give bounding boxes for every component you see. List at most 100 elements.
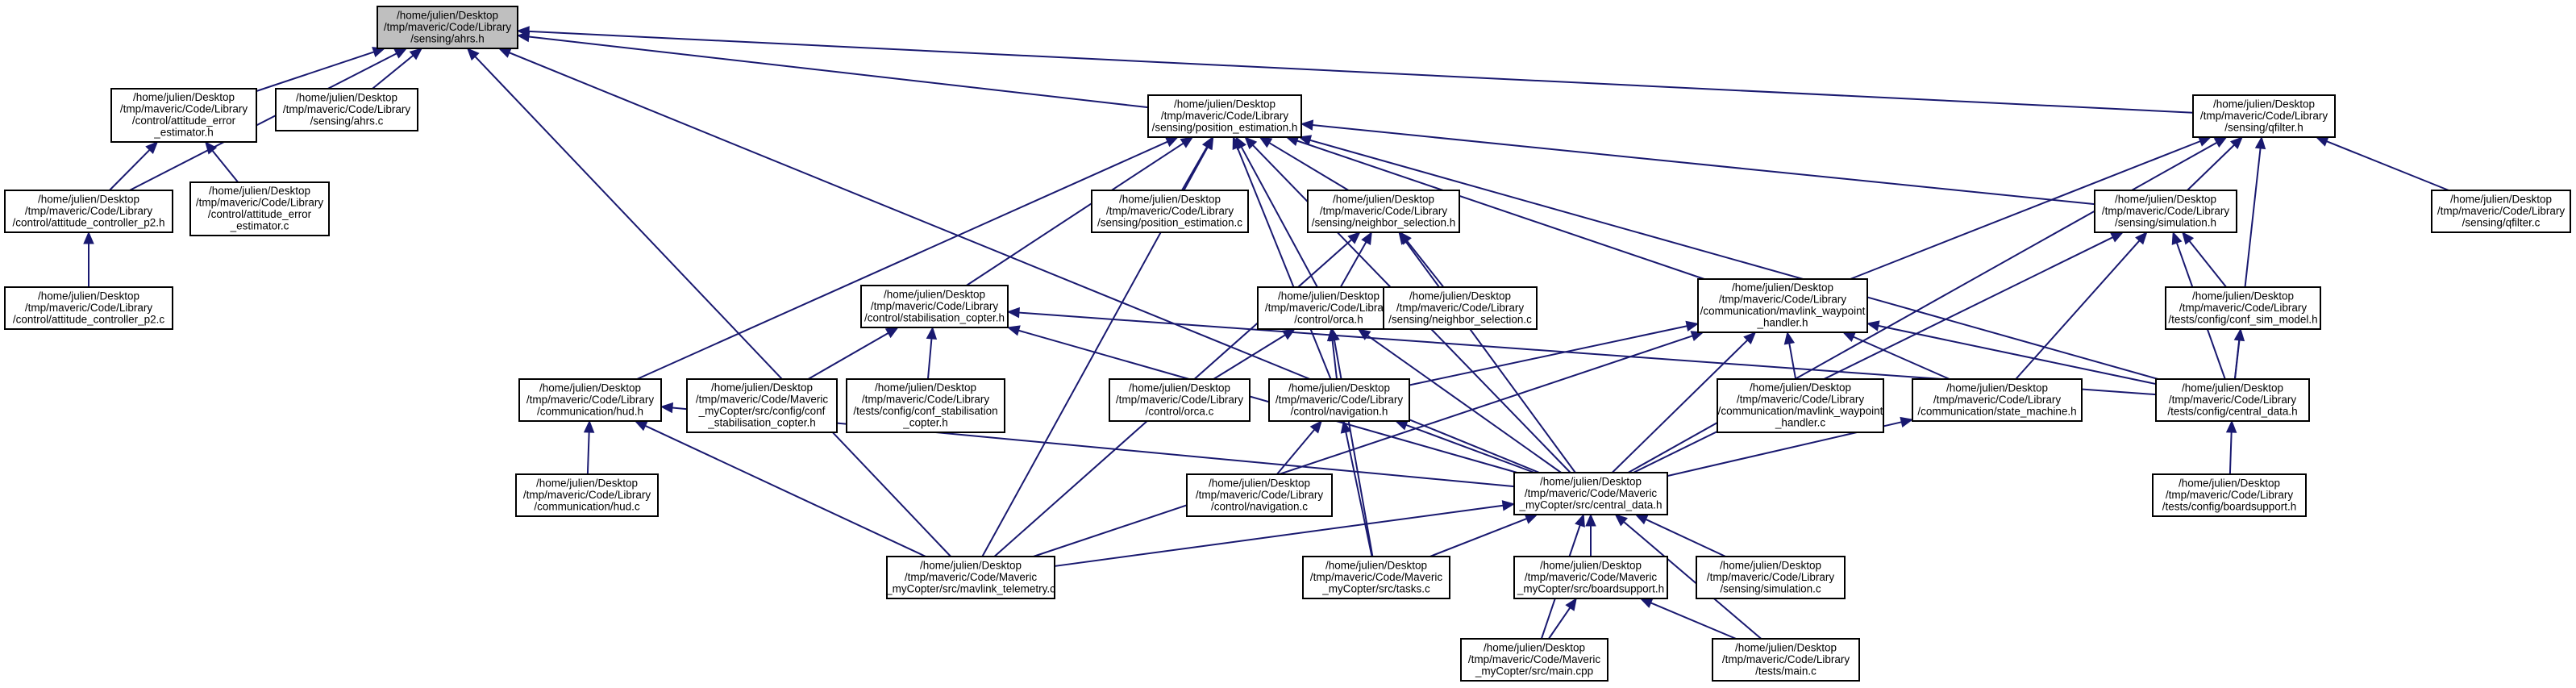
file-node-qfilter_c[interactable]: /home/julien/Desktop/tmp/maveric/Code/Li… — [2431, 190, 2571, 233]
file-node-att_err_c[interactable]: /home/julien/Desktop/tmp/maveric/Code/Li… — [189, 181, 330, 236]
file-node-hud_c[interactable]: /home/julien/Desktop/tmp/maveric/Code/Li… — [515, 473, 659, 517]
dependency-edge-cd_h-to-neigh_h — [1405, 240, 1576, 473]
file-node-neigh_h[interactable]: /home/julien/Desktop/tmp/maveric/Code/Li… — [1307, 190, 1460, 233]
file-node-bs_h[interactable]: /home/julien/Desktop/tmp/maveric/Code/Ma… — [1513, 556, 1668, 599]
file-node-state_h[interactable]: /home/julien/Desktop/tmp/maveric/Code/Li… — [1912, 378, 2083, 422]
file-node-box — [2152, 473, 2307, 517]
file-node-box — [1302, 556, 1450, 599]
file-node-label-line: /home/julien/Desktop — [133, 91, 235, 103]
dependency-edge-ahrs_c-to-ahrs_h — [372, 55, 414, 90]
file-node-label-line: /sensing/simulation.h — [2115, 216, 2216, 228]
dependency-edge-tasks_c-to-orca_h — [1334, 340, 1374, 557]
arrowhead-icon — [1180, 136, 1194, 148]
file-node-conf_sim_h[interactable]: /home/julien/Desktop/tmp/maveric/Code/Li… — [2165, 286, 2321, 330]
dependency-edge-tests_cd_h-to-conf_sim_h — [2233, 340, 2241, 380]
file-node-label-line: /tmp/maveric/Code/Library — [1106, 205, 1234, 217]
file-node-label-line: /control/navigation.h — [1291, 405, 1388, 417]
file-node-label-line: /home/julien/Desktop — [1720, 559, 1821, 571]
file-node-label-line: /tmp/maveric/Code/Library — [2169, 394, 2297, 406]
file-node-box — [2192, 94, 2336, 138]
arrowhead-icon — [2229, 136, 2244, 149]
file-node-box — [1460, 638, 1608, 682]
arrowhead-icon — [1300, 119, 1314, 131]
file-node-label-line: /home/julien/Desktop — [2213, 98, 2315, 110]
file-node-label-line: /sensing/qfilter.h — [2224, 121, 2303, 133]
file-node-main_cpp[interactable]: /home/julien/Desktop/tmp/maveric/Code/Ma… — [1460, 638, 1608, 682]
file-node-label-line: /tmp/maveric/Code/Library — [1161, 110, 1289, 122]
file-node-tests_main_c[interactable]: /home/julien/Desktop/tmp/maveric/Code/Li… — [1712, 638, 1860, 682]
file-node-label-line: /tests/config/boardsupport.h — [2162, 500, 2297, 512]
file-node-ahrs_c[interactable]: /home/julien/Desktop/tmp/maveric/Code/Li… — [275, 88, 418, 131]
file-node-label-line: /sensing/qfilter.c — [2462, 216, 2541, 228]
file-node-pos_est_h[interactable]: /home/julien/Desktop/tmp/maveric/Code/Li… — [1147, 94, 1302, 138]
file-node-label-line: _myCopter/src/central_data.h — [1518, 498, 1662, 511]
dependency-edge-neigh_c-to-neigh_h — [1406, 240, 1445, 288]
file-node-label-line: /tmp/maveric/Code/Library — [283, 103, 411, 115]
file-node-box — [275, 88, 418, 131]
file-node-cd_h[interactable]: /home/julien/Desktop/tmp/maveric/Code/Ma… — [1513, 472, 1668, 515]
file-node-label-line: /tmp/maveric/Code/Maveric — [1525, 487, 1658, 499]
file-node-label-line: _handler.c — [1775, 417, 1826, 429]
file-node-label-line: _myCopter/src/tasks.c — [1321, 582, 1430, 594]
file-node-acp2_c[interactable]: /home/julien/Desktop/tmp/maveric/Code/Li… — [4, 286, 173, 330]
file-node-nav_h[interactable]: /home/julien/Desktop/tmp/maveric/Code/Li… — [1268, 378, 1410, 422]
arrowhead-icon — [1639, 598, 1654, 608]
arrowhead-icon — [1347, 231, 1361, 244]
file-node-label-line: /tests/config/conf_stabilisation — [853, 405, 997, 417]
file-node-label-line: /tmp/maveric/Code/Library — [1116, 394, 1244, 406]
file-node-ahrs_h[interactable]: /home/julien/Desktop/tmp/maveric/Code/Li… — [377, 6, 518, 49]
dependency-edge-mav_tel_c-to-mwh_h — [1033, 335, 1693, 557]
file-node-sim_h[interactable]: /home/julien/Desktop/tmp/maveric/Code/Li… — [2094, 190, 2237, 233]
file-node-box — [2155, 378, 2310, 422]
arrowhead-icon — [1501, 500, 1516, 511]
file-node-label-line: /tmp/maveric/Code/Library — [523, 489, 651, 501]
arrowhead-icon — [1634, 514, 1649, 525]
file-node-label-line: /home/julien/Desktop — [1129, 382, 1230, 394]
file-node-stab_h[interactable]: /home/julien/Desktop/tmp/maveric/Code/Li… — [860, 285, 1009, 328]
dependency-edge-sim_h-to-qfilter_h — [2187, 144, 2235, 191]
file-node-label-line: /home/julien/Desktop — [38, 193, 139, 205]
file-node-tests_bs_h[interactable]: /home/julien/Desktop/tmp/maveric/Code/Li… — [2152, 473, 2307, 517]
file-node-tasks_c[interactable]: /home/julien/Desktop/tmp/maveric/Code/Ma… — [1302, 556, 1450, 599]
file-node-mav_tel_c[interactable]: /home/julien/Desktop/tmp/maveric/Code/Ma… — [885, 556, 1055, 599]
dependency-edge-tests_main_c-to-cd_h — [1623, 521, 1762, 640]
arrowhead-icon — [1232, 136, 1243, 150]
dependency-edge-pos_est_c-to-pos_est_h — [1181, 146, 1208, 191]
file-node-label-line: /tmp/maveric/Code/Maveric — [1525, 571, 1658, 583]
file-node-label-line: /home/julien/Desktop — [1209, 477, 1310, 489]
arrowhead-icon — [497, 48, 512, 58]
file-node-qfilter_h[interactable]: /home/julien/Desktop/tmp/maveric/Code/Li… — [2192, 94, 2336, 138]
file-node-orca_c[interactable]: /home/julien/Desktop/tmp/maveric/Code/Li… — [1109, 378, 1251, 422]
file-node-label-line: /home/julien/Desktop — [2179, 477, 2280, 489]
file-node-conf_stab_tests[interactable]: /home/julien/Desktop/tmp/maveric/Code/Li… — [846, 378, 1005, 433]
file-node-conf_stab_mav[interactable]: /home/julien/Desktop/tmp/maveric/Code/Ma… — [686, 378, 838, 433]
dependency-edge-mwh_h-to-qfilter_h — [1850, 140, 2201, 280]
dependency-edge-conf_stab_mav-to-stab_h — [807, 332, 889, 380]
file-node-label-line: /tmp/maveric/Code/Library — [1737, 394, 1865, 406]
file-node-acp2_h[interactable]: /home/julien/Desktop/tmp/maveric/Code/Li… — [4, 190, 173, 233]
file-node-nav_c[interactable]: /home/julien/Desktop/tmp/maveric/Code/Li… — [1186, 473, 1333, 517]
file-node-hud_h[interactable]: /home/julien/Desktop/tmp/maveric/Code/Li… — [518, 378, 662, 422]
file-node-label-line: /tmp/maveric/Code/Library — [1707, 571, 1835, 583]
dependency-edge-nav_c-to-nav_h — [1276, 429, 1315, 475]
file-node-label-line: /tmp/maveric/Code/Maveric — [1310, 571, 1443, 583]
file-node-label-line: /home/julien/Desktop — [209, 185, 310, 197]
arrowhead-icon — [1866, 320, 1880, 331]
dependency-edge-cd_h-to-sim_h — [1633, 236, 2113, 473]
arrowhead-icon — [583, 419, 595, 433]
file-node-sim_c[interactable]: /home/julien/Desktop/tmp/maveric/Code/Li… — [1696, 556, 1846, 599]
file-node-mwh_h[interactable]: /home/julien/Desktop/tmp/maveric/Code/Li… — [1697, 278, 1868, 333]
file-node-label-line: /tmp/maveric/Code/Library — [1265, 302, 1393, 314]
file-node-box — [2431, 190, 2571, 233]
file-node-label-line: /tmp/maveric/Code/Library — [2102, 205, 2230, 217]
dependency-edge-neigh_h-to-pos_est_h — [1268, 142, 1350, 191]
file-node-pos_est_c[interactable]: /home/julien/Desktop/tmp/maveric/Code/Li… — [1091, 190, 1249, 233]
file-node-box — [1712, 638, 1860, 682]
file-node-label-line: /tmp/maveric/Code/Library — [120, 103, 248, 115]
file-node-neigh_c[interactable]: /home/julien/Desktop/tmp/maveric/Code/Li… — [1383, 286, 1538, 330]
file-node-tests_cd_h[interactable]: /home/julien/Desktop/tmp/maveric/Code/Li… — [2155, 378, 2310, 422]
file-node-orca_h[interactable]: /home/julien/Desktop/tmp/maveric/Code/Li… — [1257, 286, 1400, 330]
file-node-att_err_h[interactable]: /home/julien/Desktop/tmp/maveric/Code/Li… — [110, 88, 257, 143]
file-node-mwh_c[interactable]: /home/julien/Desktop/tmp/maveric/Code/Li… — [1717, 378, 1884, 433]
file-node-label-line: /tmp/maveric/Code/Library — [2179, 302, 2308, 314]
